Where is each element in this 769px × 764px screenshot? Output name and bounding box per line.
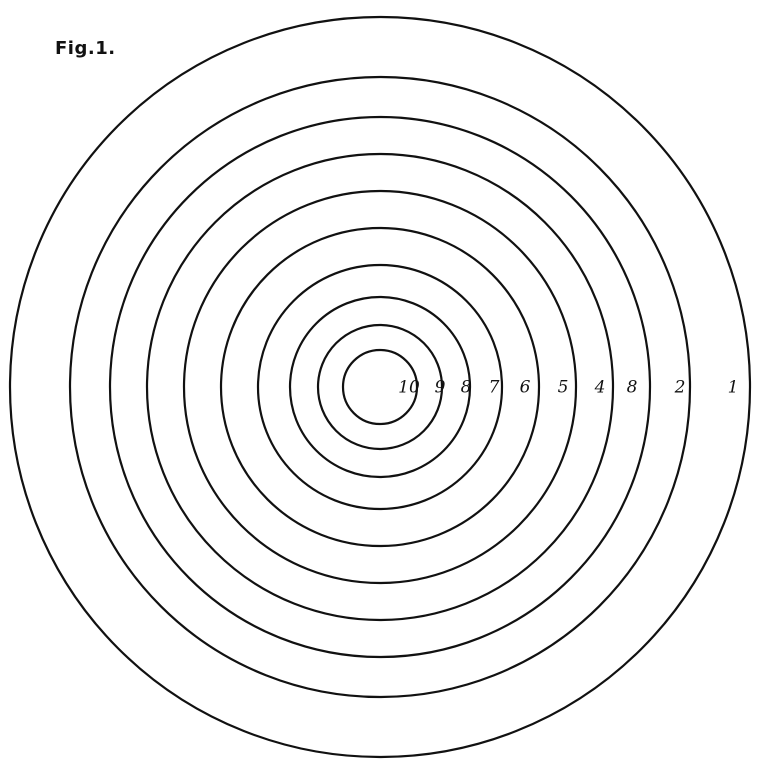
ring-score-label-8: 8: [461, 378, 472, 398]
ring-9: [316, 323, 444, 451]
ring-1: [8, 15, 752, 759]
rings-layer: [8, 15, 752, 759]
figure-title: Fig.1.: [55, 38, 116, 59]
ring-7: [256, 263, 504, 511]
ring-8: [288, 295, 472, 479]
ring-score-label-5: 5: [558, 378, 569, 398]
ring-score-label-9: 9: [435, 378, 446, 398]
ring-score-label-4: 4: [594, 378, 606, 398]
ring-4: [145, 152, 615, 622]
ring-score-label-3: 8: [627, 378, 638, 398]
ring-10: [341, 348, 419, 426]
ring-6: [219, 226, 541, 548]
ring-score-label-10: 10: [398, 378, 420, 398]
ring-3: [108, 115, 652, 659]
ring-5: [182, 189, 578, 585]
ring-score-label-6: 6: [520, 378, 531, 398]
ring-2: [68, 75, 692, 699]
ring-score-label-2: 2: [674, 378, 686, 398]
ring-score-label-1: 1: [728, 378, 739, 398]
ring-score-label-7: 7: [489, 378, 500, 398]
